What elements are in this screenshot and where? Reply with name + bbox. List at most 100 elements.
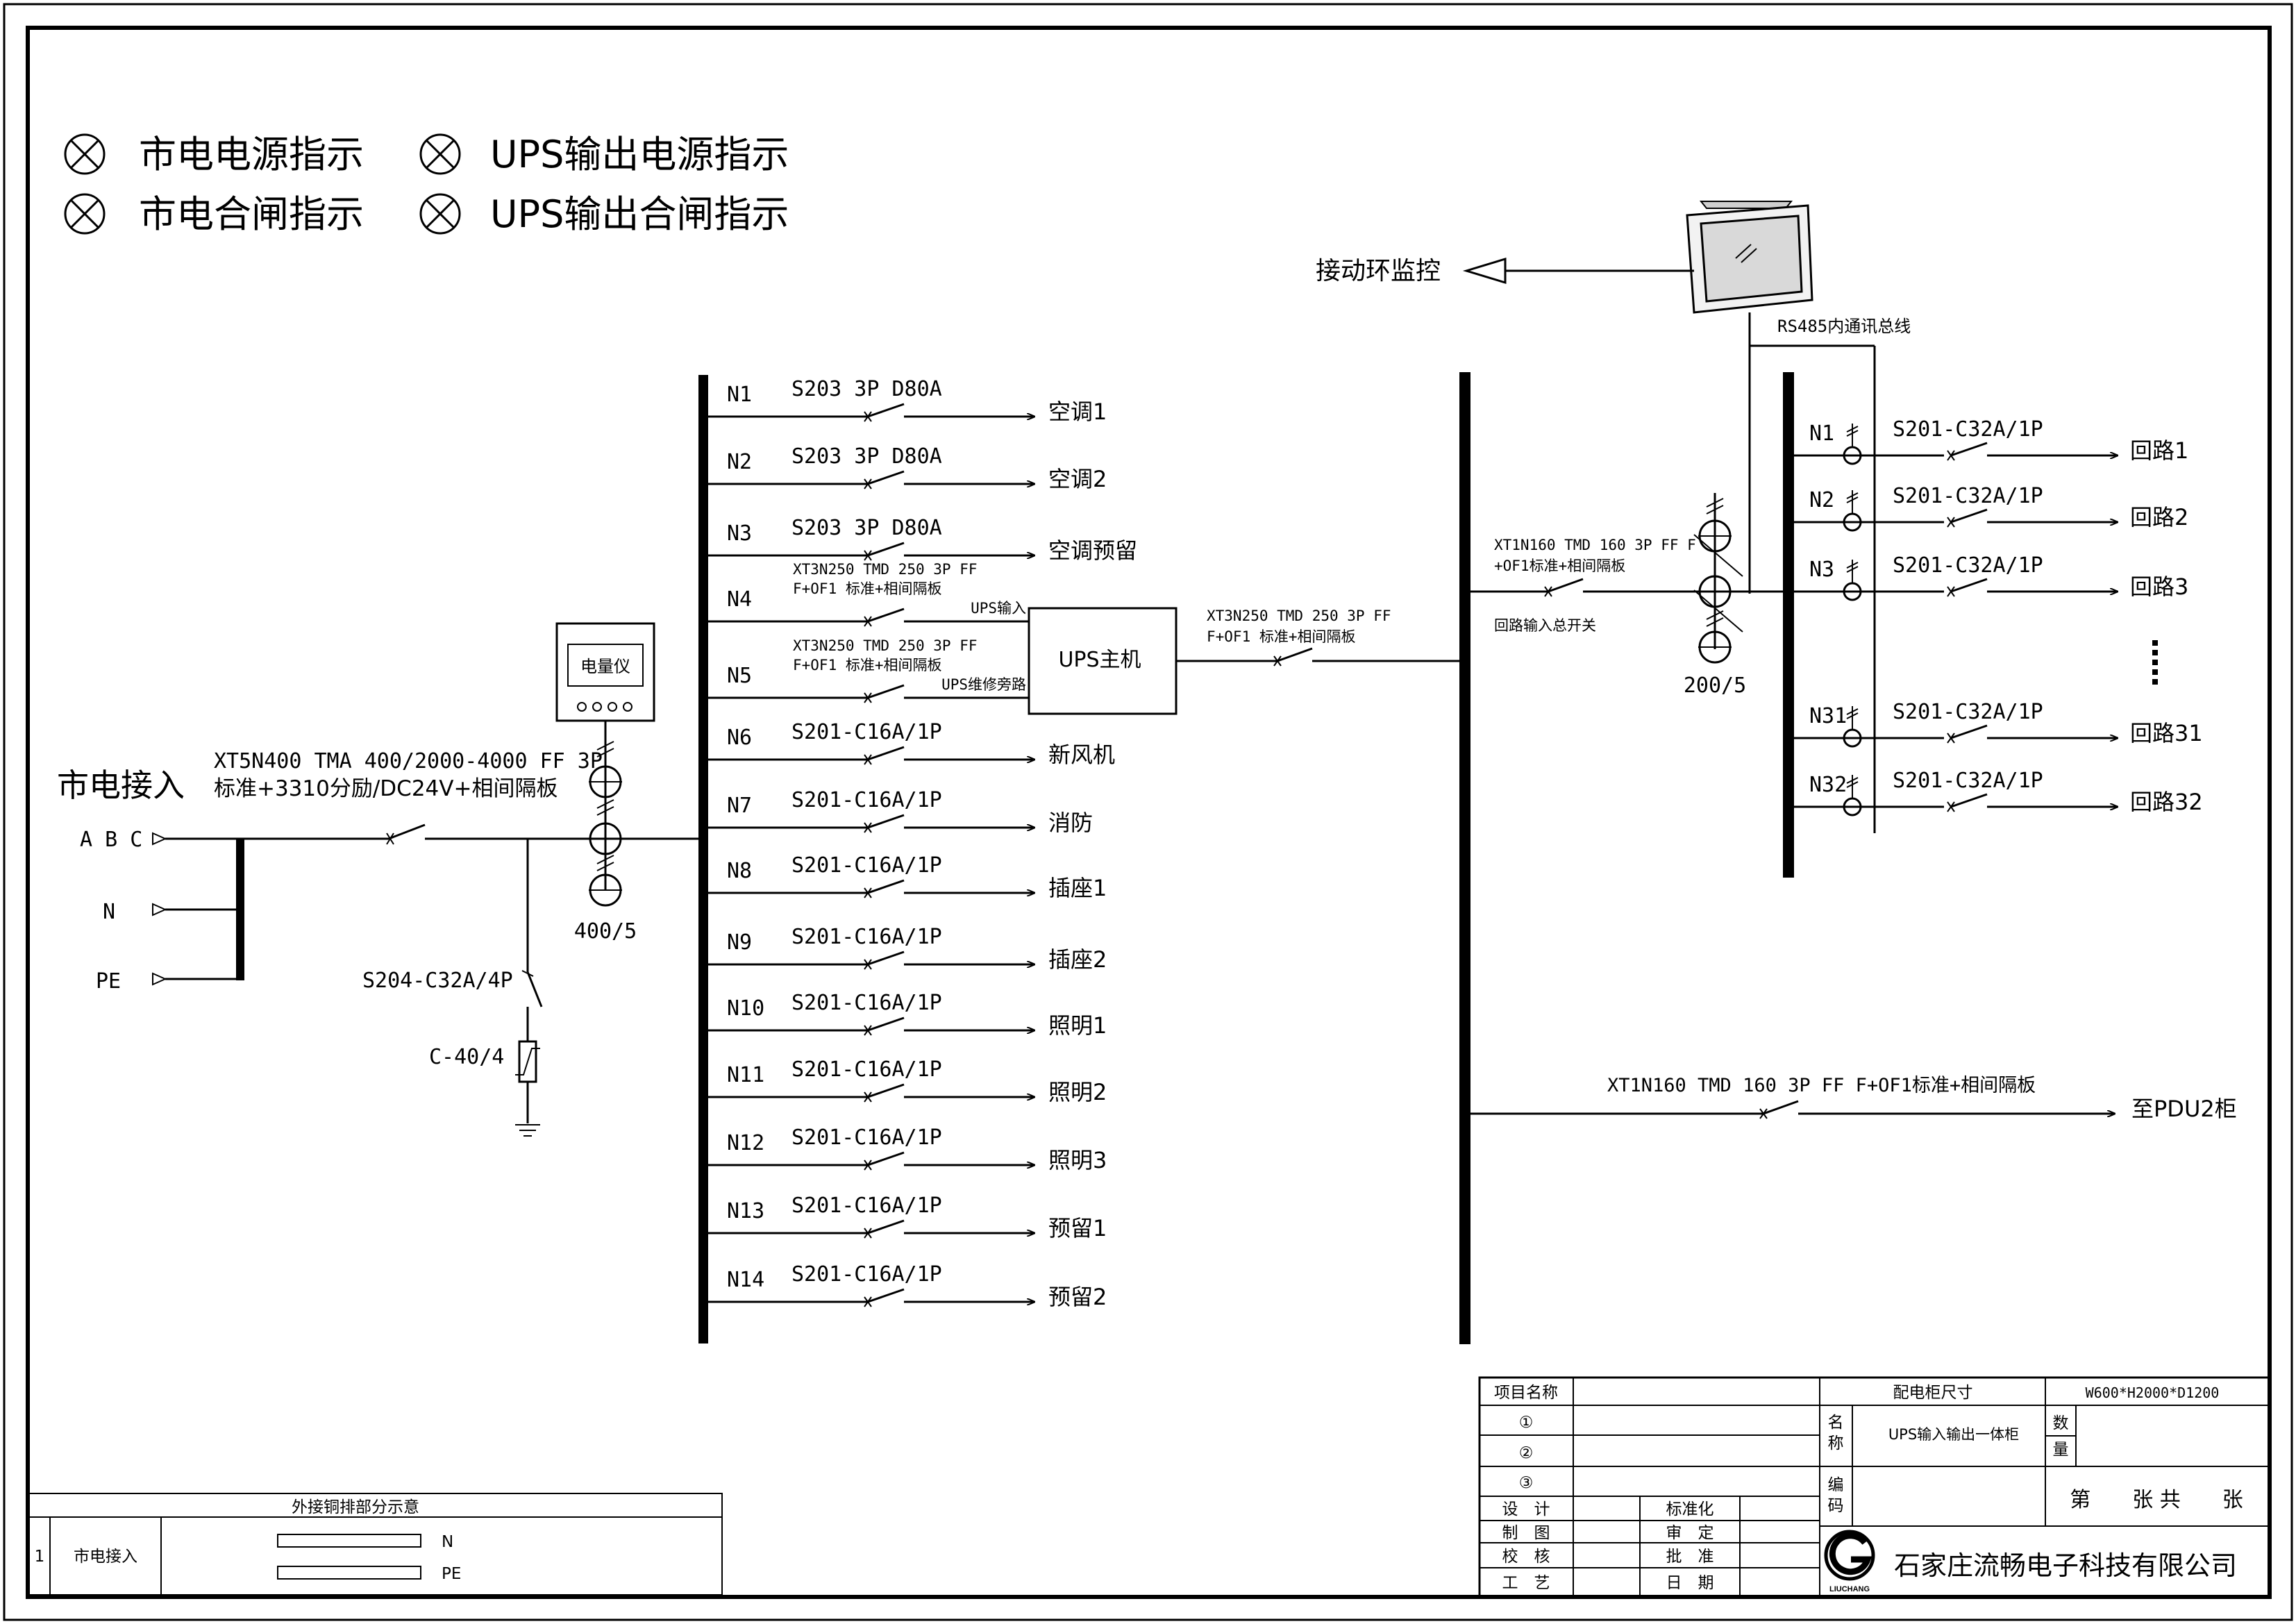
company-logo: LIUCHANG	[1824, 1530, 1875, 1593]
circuit-breaker: S201-C32A/1P	[1893, 769, 2043, 793]
circuit-breaker: S201-C32A/1P	[1893, 484, 2043, 508]
mains-title: 市电接入	[57, 767, 185, 804]
feeder-id: N5	[727, 664, 752, 688]
busbar-row-label: 市电接入	[74, 1548, 137, 1566]
output-main-breaker: XT1N160 TMD 160 3P FF F +OF1标准+相间隔板 回路输入…	[1470, 493, 1788, 698]
feeder-breaker: S201-C16A/1P	[791, 720, 942, 744]
feeder-breaker-line1: XT3N250 TMD 250 3P FF	[793, 561, 978, 578]
output-main-breaker-line1: XT1N160 TMD 160 3P FF F	[1494, 537, 1696, 553]
pdu-feeder: XT1N160 TMD 160 3P FF F+OF1标准+相间隔板 至PDU2…	[1470, 1075, 2237, 1122]
legend-mains-power: 市电电源指示	[139, 133, 364, 176]
tb-cabinet-size-label: 配电柜尺寸	[1893, 1384, 1973, 1402]
breaker-icon	[1947, 508, 1988, 528]
tb-rev1: ①	[1519, 1414, 1534, 1432]
logo-text: LIUCHANG	[1829, 1585, 1870, 1593]
circuit-id: N1	[1809, 421, 1834, 446]
busbar-row-no: 1	[35, 1548, 45, 1566]
monitor-icon	[1686, 204, 1813, 314]
feeder-breaker-line2: F+OF1 标准+相间隔板	[793, 657, 942, 673]
busbar-n-label: N	[442, 1533, 453, 1551]
circuit-id: N31	[1809, 704, 1847, 728]
tb-check: 校 核	[1502, 1548, 1550, 1566]
circuit-load: 回路1	[2130, 437, 2188, 464]
neutral-label: N	[103, 900, 115, 924]
terminal-icon	[152, 903, 167, 916]
breaker-icon	[864, 746, 905, 765]
tb-sheet: 第 张 共 张	[2070, 1488, 2243, 1512]
pdu-breaker-label: XT1N160 TMD 160 3P FF F+OF1标准+相间隔板	[1607, 1075, 2036, 1096]
circuit-id: N32	[1809, 773, 1847, 797]
feeder-breaker-line1: XT3N250 TMD 250 3P FF	[793, 637, 978, 654]
circuit-load: 回路2	[2130, 504, 2188, 530]
output-main-label: 回路输入总开关	[1494, 617, 1596, 634]
busbar-pe-label: PE	[442, 1565, 461, 1583]
spd-label: C-40/4	[429, 1045, 504, 1069]
circuit-n1: N1 S201-C32A/1P 回路1	[1794, 417, 2188, 465]
circuit-id: N3	[1809, 558, 1834, 582]
feeder-id: N14	[727, 1268, 764, 1292]
output-circuit-busbar	[1783, 372, 1794, 878]
tb-process: 工 艺	[1502, 1574, 1550, 1592]
breaker-icon	[864, 608, 905, 627]
breaker-icon	[864, 814, 905, 833]
terminal-icon	[152, 972, 167, 986]
tb-company: 石家庄流畅电子科技有限公司	[1894, 1550, 2237, 1581]
feeder-breaker: S201-C16A/1P	[791, 991, 942, 1015]
tb-name-value: UPS输入输出一体柜	[1888, 1426, 2019, 1443]
tb-date: 日 期	[1666, 1574, 1714, 1592]
feeder-id: N3	[727, 521, 752, 546]
tb-qty-label-1: 数	[2053, 1414, 2069, 1432]
indicator-lamp-icon	[64, 133, 106, 175]
inner-frame	[26, 26, 2272, 1599]
feeder-load: 预留1	[1048, 1215, 1107, 1241]
breaker-icon	[864, 403, 905, 422]
tb-standard: 标准化	[1666, 1500, 1714, 1518]
feeder-breaker: S203 3P D80A	[791, 516, 942, 540]
input-ct-label: 400/5	[574, 919, 637, 944]
input-distribution-busbar	[698, 375, 708, 1343]
feeder-id: N10	[727, 996, 764, 1021]
feeder-n14: N14 S201-C16A/1P 预留2	[708, 1262, 1107, 1310]
feeder-load: 空调2	[1048, 466, 1107, 492]
breaker-icon	[864, 951, 905, 970]
circuit-load: 回路32	[2130, 789, 2203, 815]
tb-qty-label-2: 量	[2053, 1441, 2069, 1459]
breaker-icon	[1947, 724, 1988, 744]
breaker-icon	[864, 542, 905, 561]
feeder-load: 预留2	[1048, 1284, 1107, 1310]
ups-output-breaker-line1: XT3N250 TMD 250 3P FF	[1207, 608, 1391, 624]
feeder-id: N12	[727, 1131, 764, 1155]
arrow-left-icon	[1462, 257, 1507, 285]
feeder-breaker: S201-C16A/1P	[791, 1194, 942, 1218]
monitor-label: 接动环监控	[1316, 257, 1441, 285]
feeder-breaker: S201-C16A/1P	[791, 853, 942, 878]
legend: 市电电源指示 UPS输出电源指示 市电合闸指示 UPS输出合闸指示	[64, 133, 789, 236]
phase-label: A B C	[80, 828, 142, 852]
output-ct-icon	[1693, 498, 1743, 664]
busbar-n-icon	[277, 1534, 421, 1548]
ellipsis-icon	[2152, 640, 2158, 685]
circuit-breaker: S201-C32A/1P	[1893, 417, 2043, 442]
circuit-breaker: S201-C32A/1P	[1893, 700, 2043, 724]
rs485-bus-label: RS485内通讯总线	[1777, 317, 1911, 336]
feeder-load: 照明2	[1048, 1079, 1107, 1105]
tb-rev3: ③	[1519, 1474, 1534, 1492]
feeder-breaker: S201-C16A/1P	[791, 1262, 942, 1287]
legend-mains-close: 市电合闸指示	[139, 192, 364, 236]
feeder-breaker: S201-C16A/1P	[791, 925, 942, 949]
tb-project-name: 项目名称	[1494, 1384, 1558, 1402]
